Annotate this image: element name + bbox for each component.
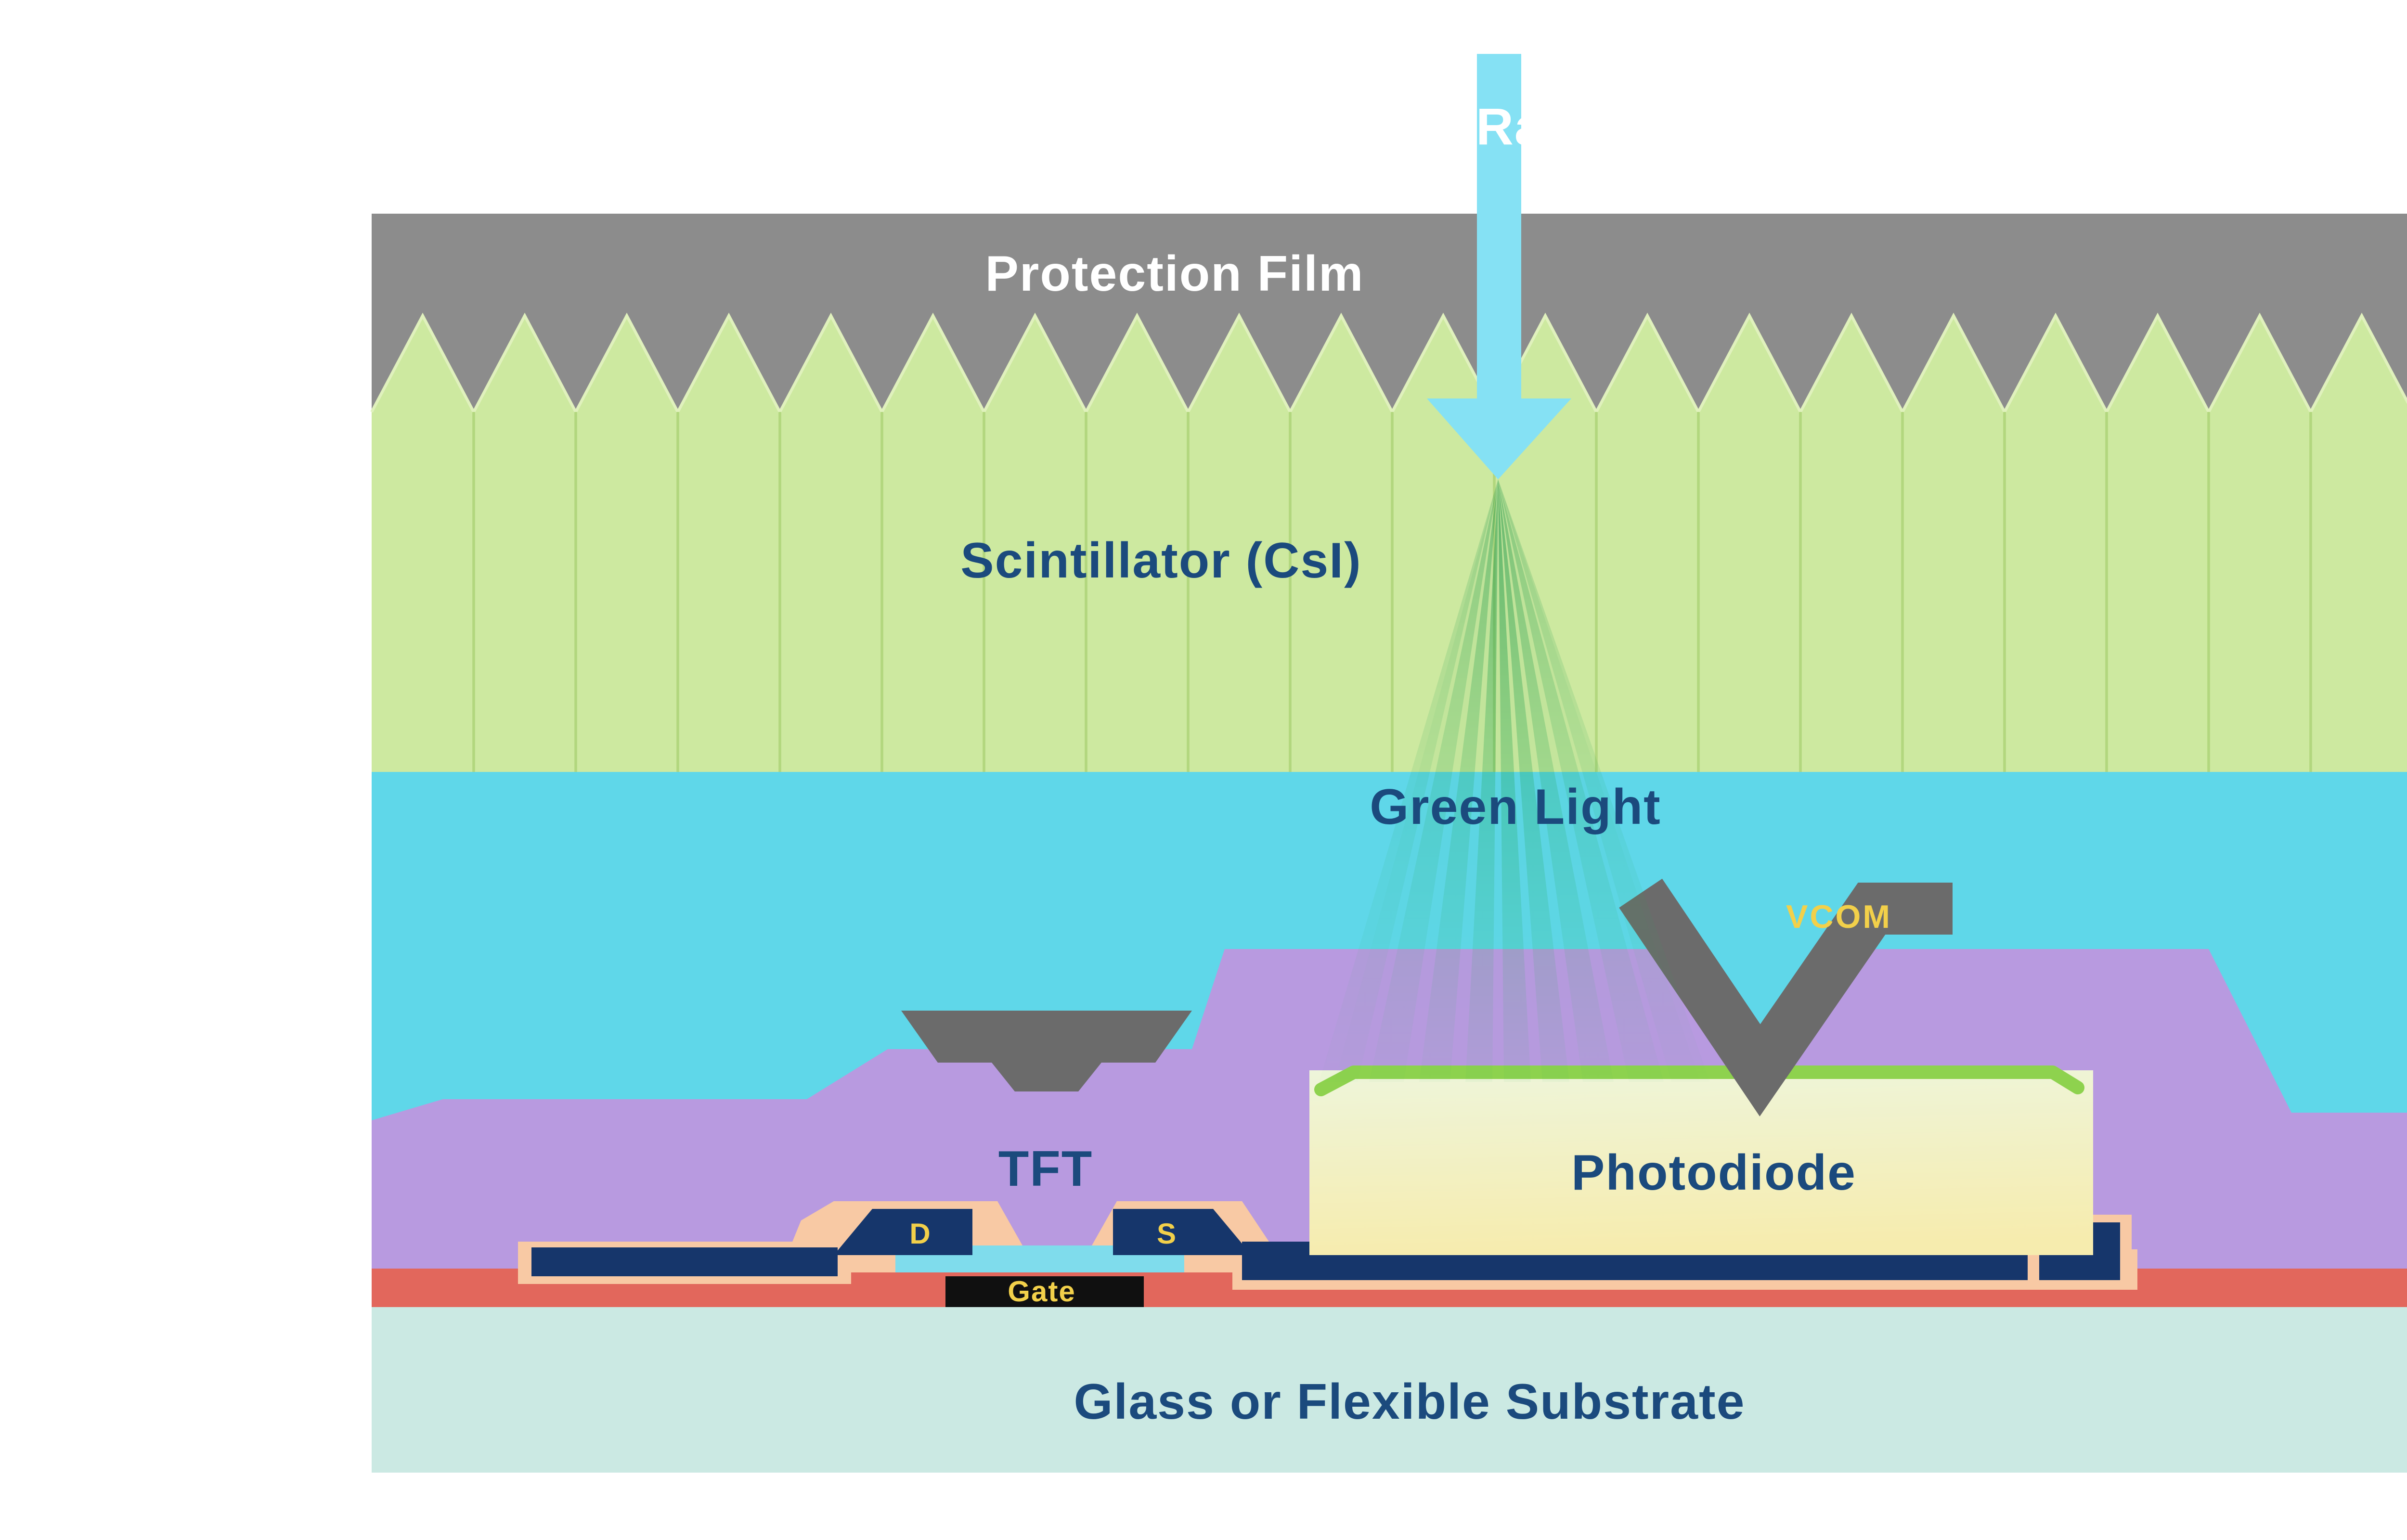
scintillator-crystal-tip <box>574 312 679 413</box>
photodiode-block <box>1309 1070 2093 1255</box>
source-label: S <box>1157 1218 1177 1250</box>
protection-film-label: Protection Film <box>985 246 1364 302</box>
gate-label: Gate <box>1008 1275 1075 1308</box>
scintillator-crystal-tip <box>1697 312 1802 413</box>
green-light-ray <box>1465 479 1498 1082</box>
substrate-layer <box>372 1307 2407 1473</box>
gate-electrode <box>945 1276 1144 1307</box>
scintillator-crystal-tip <box>1187 312 1292 413</box>
scintillator-crystal-tip <box>676 312 781 413</box>
photodiode-label: Photodiode <box>1571 1145 1856 1201</box>
scintillator-crystal-tip <box>983 312 1087 413</box>
green-light-rays <box>1319 479 1710 1082</box>
scintillator-layer <box>372 412 2407 772</box>
protection-film-layer <box>372 214 2407 412</box>
left-electrode <box>901 1011 1192 1091</box>
tft-label: TFT <box>998 1141 1093 1197</box>
green-light-ray <box>1319 479 1498 1082</box>
scintillator-crystal-tip <box>1289 312 1394 413</box>
xray-arrow <box>1427 54 1571 479</box>
green-light-ray <box>1419 479 1498 1082</box>
left-metal-line <box>531 1247 838 1276</box>
substrate-label: Glass or Flexible Substrate <box>1074 1374 1746 1430</box>
scintillator-crystal-tip <box>2105 312 2210 413</box>
green-light-ray <box>1369 479 1498 1082</box>
green-light-ray <box>1498 479 1531 1082</box>
scintillator-crystal-tip <box>778 312 883 413</box>
green-light-label: Green Light <box>1370 779 1661 835</box>
xray-label: X-Ray <box>1422 97 1574 155</box>
scintillator-crystal-tip <box>2207 312 2312 413</box>
vcom-label: VCOM <box>1786 898 1892 935</box>
green-light-ray <box>1498 479 1710 1082</box>
tft-source <box>1113 1209 1252 1255</box>
scintillator-crystal-tip <box>370 312 475 413</box>
scintillator-crystal-tip <box>472 312 577 413</box>
drain-label: D <box>909 1218 931 1250</box>
green-light-ray <box>1498 479 1664 1082</box>
scintillator-crystal-tip <box>2309 312 2407 413</box>
vcom-electrode <box>1619 878 1953 1116</box>
green-light-ray <box>1498 479 1569 1082</box>
green-light-ray <box>1498 479 1614 1082</box>
scintillator-crystal-tip <box>1901 312 2006 413</box>
scintillator-crystal-tip <box>1799 312 1904 413</box>
scintillator-label: Scintillator (CsI) <box>960 533 1361 589</box>
scintillator-crystal-tip <box>2003 312 2108 413</box>
scintillator-crystal-tip <box>1085 312 1190 413</box>
scintillator-crystal-tip <box>1595 312 1700 413</box>
tft-drain <box>834 1209 972 1255</box>
scintillator-crystal-tip <box>880 312 985 413</box>
